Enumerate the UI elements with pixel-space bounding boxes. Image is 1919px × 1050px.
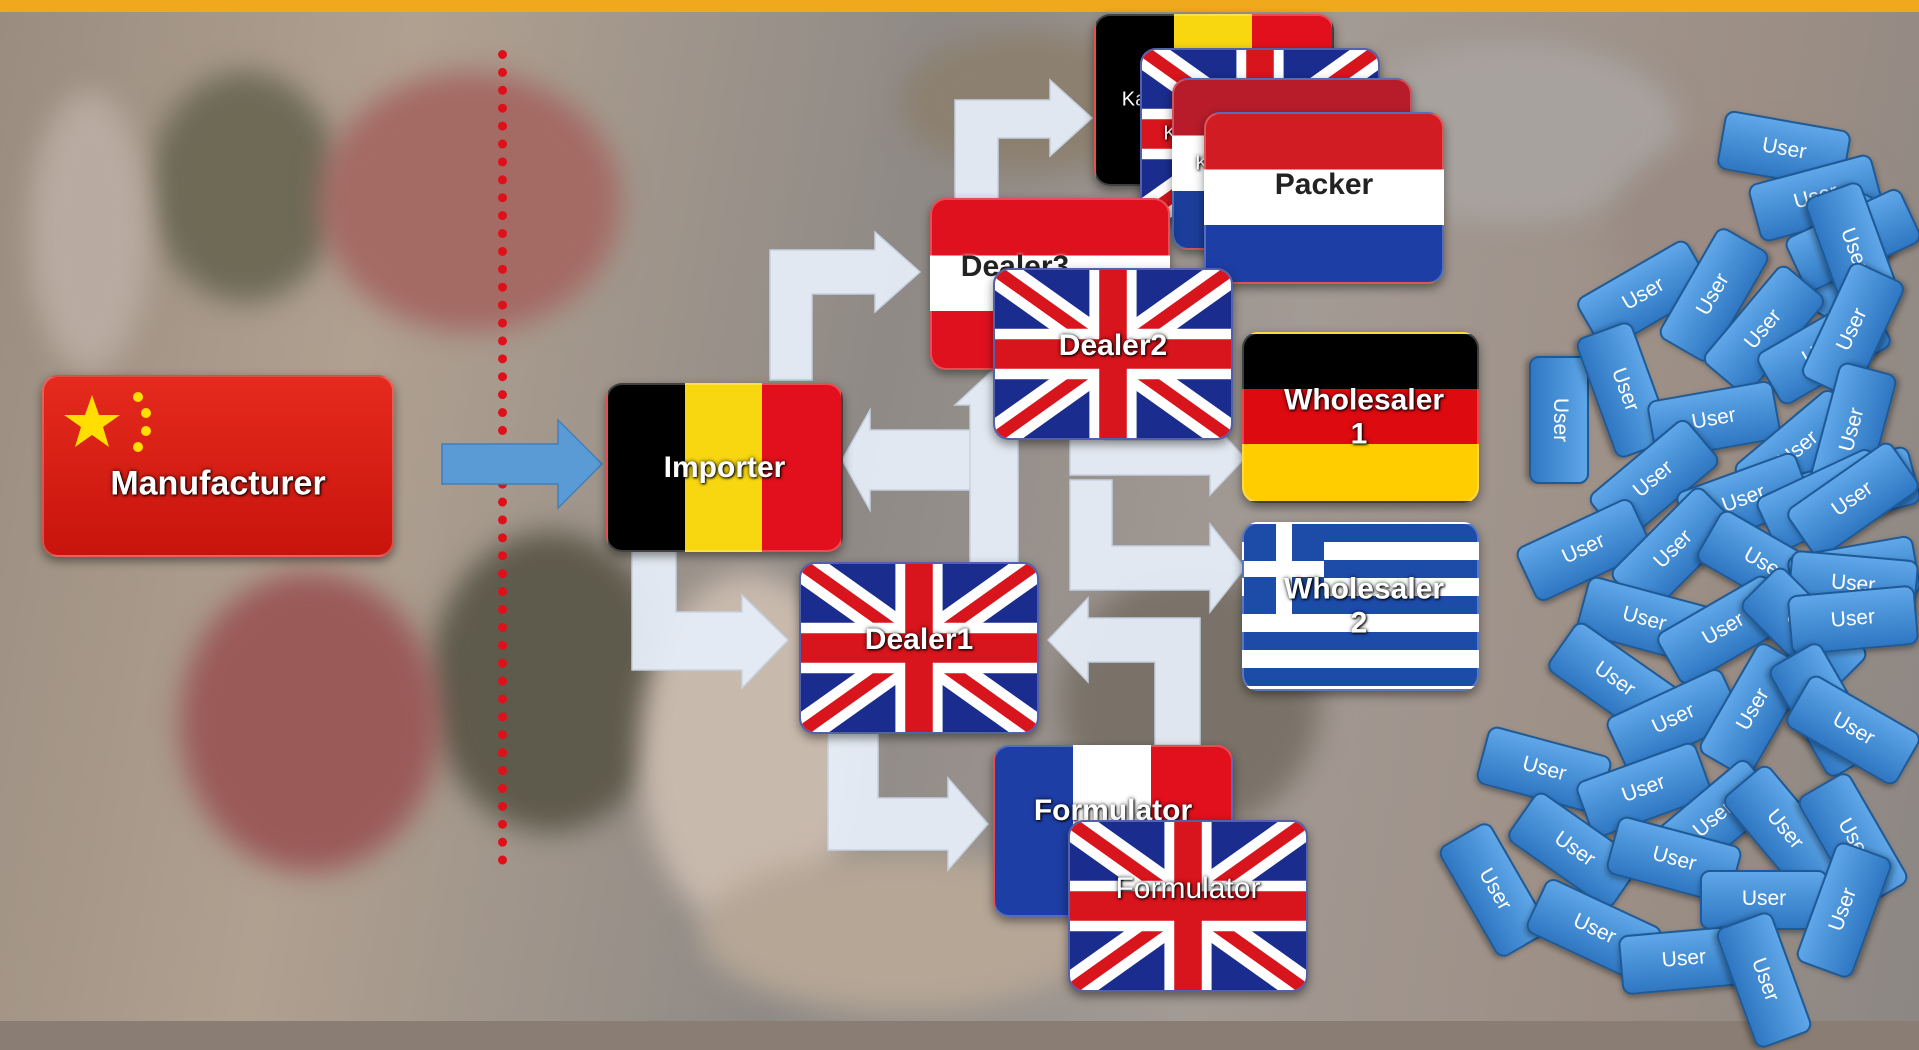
arrow-dealer2-wholesaler2: [1069, 479, 1246, 615]
node-dealer1: Dealer1: [799, 562, 1039, 734]
arrow-dealer3-packer: [954, 78, 1094, 201]
formulator-uk-label: Formulator: [1115, 871, 1261, 905]
uk-flag: [995, 270, 1231, 438]
user-block: User: [1529, 356, 1589, 484]
uk-flag: [1070, 822, 1306, 990]
header-bar: [0, 0, 1919, 12]
wholesaler2-label: Wholesaler 2: [1284, 572, 1445, 640]
arrow-manufacturer-importer: [441, 418, 604, 510]
star-icon: [64, 392, 151, 452]
arrow-formulator-dealer1: [1046, 596, 1201, 746]
arrow-dealer1-formulator: [827, 729, 989, 873]
importer-label: Importer: [663, 450, 786, 484]
uk-flag: [801, 564, 1037, 732]
node-manufacturer: Manufacturer: [42, 375, 394, 557]
node-formulator-uk: Formulator: [1068, 820, 1308, 992]
flow-arrows: [441, 78, 1247, 873]
node-wholesaler2: Wholesaler 2: [1242, 522, 1479, 691]
arrow-importer-dealer1: [631, 549, 790, 690]
dealer2-label: Dealer2: [1058, 328, 1168, 362]
node-wholesaler1: Wholesaler 1: [1242, 332, 1479, 503]
wholesaler1-label: Wholesaler 1: [1284, 383, 1445, 451]
arrow-importer-dealer3: [769, 230, 922, 381]
packer-label: Packer: [1274, 167, 1374, 201]
dealer1-label: Dealer1: [864, 622, 974, 656]
manufacturer-label: Manufacturer: [110, 464, 326, 503]
node-dealer2: Dealer2: [993, 268, 1233, 440]
node-packer: Packer: [1204, 112, 1444, 284]
node-importer: Importer: [606, 383, 843, 552]
